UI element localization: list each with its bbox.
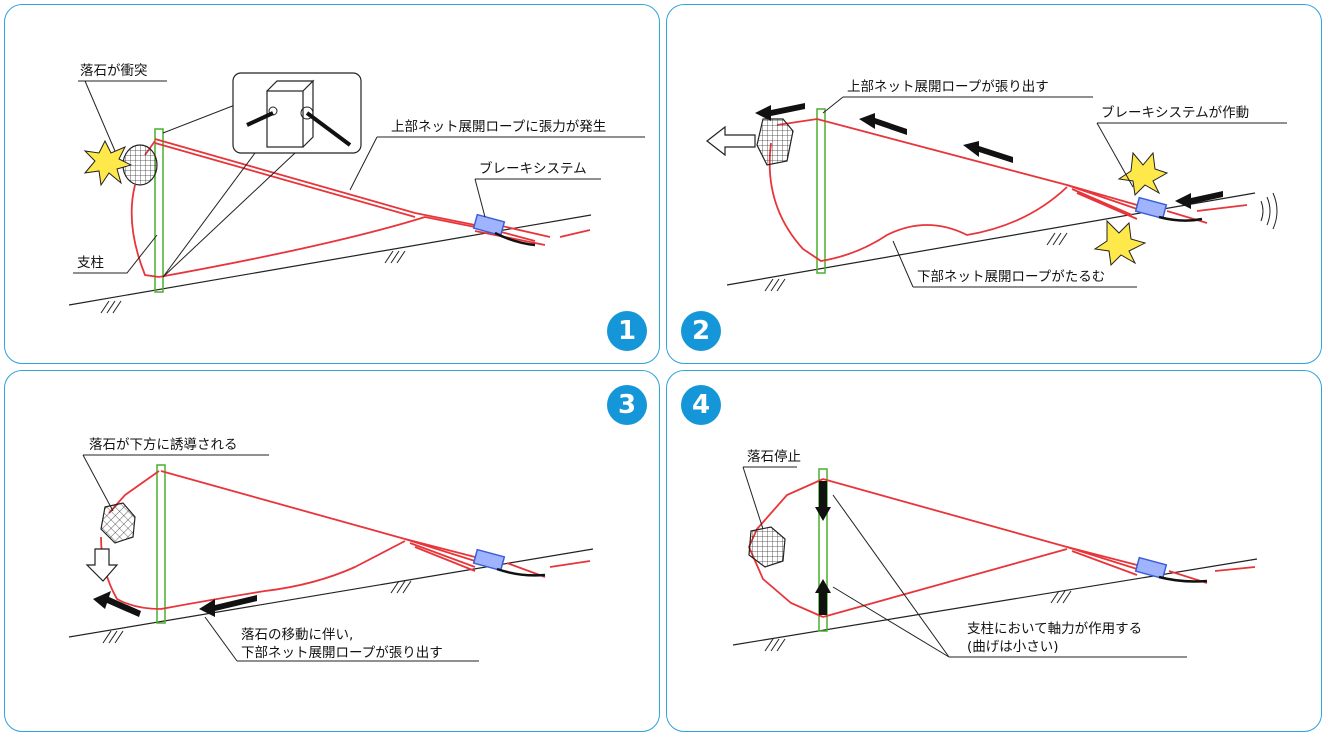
step-badge-2: 2: [681, 311, 721, 351]
panel-4: 落石停止 支柱において軸力が作用する (曲げは小さい) 4: [666, 370, 1322, 732]
panel-1: 落石が衝突 支柱 上部ネット展開ロープに張力が発生 ブレーキシステム 1: [4, 4, 660, 364]
impact-burst-bottom: [1093, 219, 1147, 267]
vibration-marks: [1260, 192, 1278, 230]
leaders: [73, 80, 645, 274]
label-axial-line1: 支柱において軸力が作用する: [967, 621, 1143, 637]
post: [818, 468, 828, 632]
label-guided: 落石が下方に誘導される: [89, 437, 238, 453]
panel-2-diagram: [706, 96, 1287, 292]
leaders: [822, 96, 1287, 288]
label-lower-slack: 下部ネット展開ロープがたるむ: [917, 269, 1106, 285]
label-axial-line2: (曲げは小さい): [967, 639, 1059, 655]
ground-line: [68, 214, 592, 306]
callout-line-b: [162, 152, 296, 278]
direction-arrows: [93, 591, 257, 617]
label-stop: 落石停止: [747, 449, 801, 465]
leaders: [82, 454, 479, 662]
label-post: 支柱: [77, 255, 104, 271]
panel-4-diagram: [732, 466, 1258, 658]
label-move-line1: 落石の移動に伴い,: [241, 627, 354, 643]
step-badge-4: 4: [681, 385, 721, 425]
post: [154, 128, 164, 293]
brake-cable: [496, 567, 546, 577]
callout-line-top: [162, 104, 236, 134]
ground-hatch: [764, 590, 1072, 652]
rock: [748, 526, 786, 568]
label-brake-active: ブレーキシステムが作動: [1101, 105, 1250, 121]
motion-hollow-arrow: [706, 125, 756, 157]
net-ropes: [768, 118, 1248, 262]
brake-unit: [1134, 196, 1168, 220]
panel-3: 落石が下方に誘導される 落石の移動に伴い, 下部ネット展開ロープが張り出す 3: [4, 370, 660, 732]
step-badge-1: 1: [607, 311, 647, 351]
detail-post-icon: [246, 79, 352, 148]
rock: [100, 502, 136, 544]
motion-hollow-arrow: [85, 548, 119, 582]
step-badge-3: 3: [607, 385, 647, 425]
ground-line: [68, 548, 594, 638]
label-rock-impact: 落石が衝突: [80, 63, 148, 79]
brake-cable: [494, 231, 536, 247]
label-move-line2: 下部ネット展開ロープが張り出す: [241, 645, 443, 661]
net-ropes: [130, 138, 591, 278]
post: [816, 108, 826, 274]
net-ropes: [100, 470, 591, 610]
impact-burst-top: [1117, 151, 1169, 197]
axial-force-arrows: [815, 481, 831, 615]
brake-cable: [1158, 215, 1203, 222]
label-upper-tension: 上部ネット展開ロープに張力が発生: [391, 119, 607, 135]
brake-unit: [1134, 556, 1168, 580]
rock: [756, 118, 794, 166]
brake-cable: [1158, 575, 1208, 583]
panel-2: 上部ネット展開ロープが張り出す ブレーキシステムが作動 下部ネット展開ロープがた…: [666, 4, 1322, 364]
callout-line-a: [162, 152, 256, 278]
label-brake: ブレーキシステム: [479, 161, 587, 177]
brake-unit: [472, 213, 506, 237]
ground-hatch: [764, 232, 1068, 292]
panel-3-diagram: [68, 454, 594, 662]
panel-1-diagram: [68, 72, 645, 314]
ground-hatch: [100, 250, 406, 314]
ground-line: [726, 192, 1256, 286]
ground-hatch: [102, 580, 412, 644]
brake-unit: [472, 548, 506, 572]
leaders: [742, 466, 1187, 658]
direction-arrows: [755, 103, 1223, 209]
post: [156, 464, 166, 624]
label-upper-pull: 上部ネット展開ロープが張り出す: [847, 79, 1049, 95]
impact-burst: [83, 139, 133, 187]
